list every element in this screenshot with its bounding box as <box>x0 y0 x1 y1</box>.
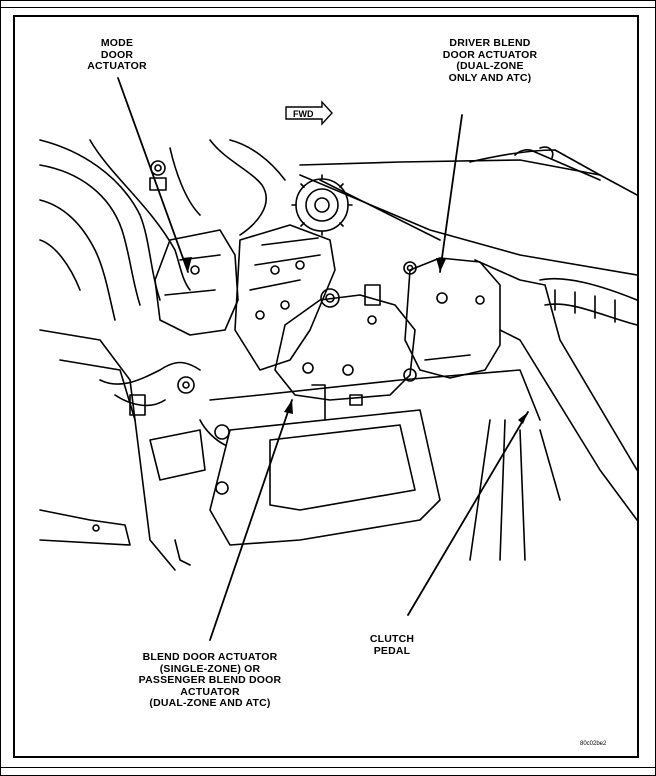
cowl-panel <box>299 146 637 276</box>
leader-arrowheads <box>182 257 528 424</box>
figure-id: 80c02be2 <box>580 741 607 747</box>
passenger-blend-leader <box>209 399 293 641</box>
driver-blend-actuator-body <box>403 257 501 382</box>
clutch-pedal-label: CLUTCH PEDAL <box>369 633 415 657</box>
diagram-panel <box>13 15 639 758</box>
blend-door-actuator-label: BLEND DOOR ACTUATOR (SINGLE-ZONE) OR PAS… <box>138 651 282 709</box>
driver-blend-leader <box>439 114 463 273</box>
mode-door-actuator-body <box>154 229 239 336</box>
fwd-arrow-icon: FWD <box>285 100 333 126</box>
sprocket-gear <box>291 174 353 236</box>
driver-arrowhead <box>436 258 446 272</box>
upper-hoses <box>39 139 286 321</box>
leader-lines <box>117 77 529 641</box>
fwd-label: FWD <box>293 109 314 119</box>
clutch-leader <box>407 411 529 616</box>
lower-duct <box>199 369 541 546</box>
passenger-arrowhead <box>284 400 293 414</box>
mode-door-actuator-label: MODE DOOR ACTUATOR <box>87 37 147 72</box>
passenger-blend-actuator-body <box>274 284 416 421</box>
top-rule <box>0 7 656 8</box>
right-pipe <box>474 259 637 521</box>
right-lower-legs <box>469 419 561 561</box>
driver-blend-door-actuator-label: DRIVER BLEND DOOR ACTUATOR (DUAL-ZONE ON… <box>442 37 538 84</box>
clutch-arrowhead <box>518 412 528 424</box>
bottom-rule <box>0 767 656 768</box>
mode-arrowhead <box>182 257 192 272</box>
mounting-bracket <box>234 224 336 371</box>
lower-left-structure <box>39 329 206 571</box>
mode-door-leader <box>117 77 189 273</box>
